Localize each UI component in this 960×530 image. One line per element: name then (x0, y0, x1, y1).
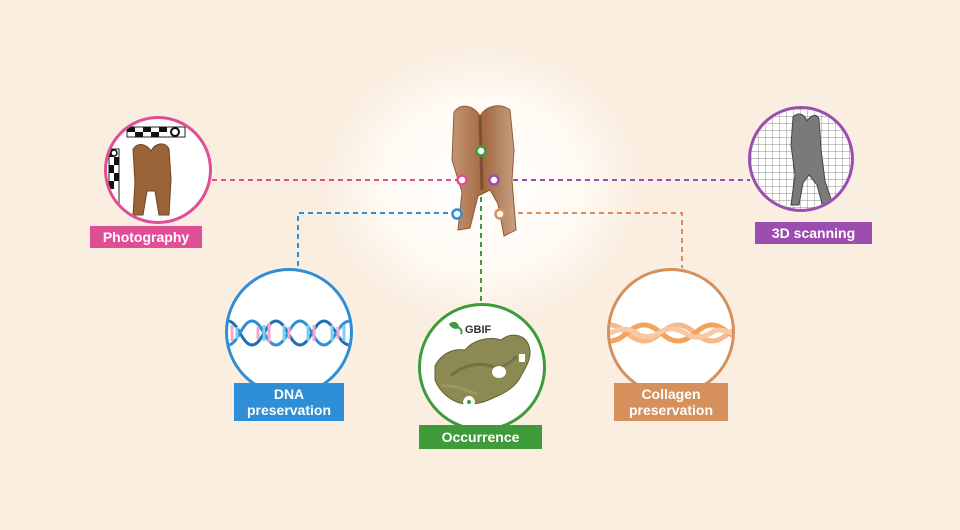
collagen-helix-icon (610, 322, 732, 344)
dna-helix-icon (228, 319, 350, 347)
scanning-circle (748, 106, 854, 212)
photography-label-text: Photography (102, 229, 190, 245)
scanning-label: 3D scanning (755, 222, 872, 244)
gbif-logo-icon: GBIF (449, 321, 492, 336)
dna-label: DNA preservation (234, 383, 344, 421)
collagen-label-line1: Collagen (641, 386, 701, 402)
collagen-label: Collagen preservation (614, 383, 728, 421)
occurrence-label-text: Occurrence (441, 429, 520, 445)
collagen-connector (500, 212, 683, 268)
dna-label-line1: DNA (273, 386, 305, 402)
photography-circle (104, 116, 212, 224)
gbif-logo-text: GBIF (465, 324, 492, 336)
photography-label: Photography (90, 226, 202, 248)
scanning-label-text: 3D scanning (771, 225, 856, 241)
occurrence-circle: GBIF (418, 303, 546, 431)
map-pin-icon (463, 396, 475, 412)
scan-grid-icon (751, 109, 851, 209)
dna-circle (225, 268, 353, 396)
photo-specimen-icon (108, 126, 186, 216)
collagen-label-line2: preservation (628, 402, 714, 418)
occurrence-label: Occurrence (419, 425, 542, 449)
dna-connector (297, 212, 457, 268)
scale-bar-icon (108, 126, 186, 206)
dna-label-line2: preservation (246, 402, 332, 418)
collagen-circle (607, 268, 735, 396)
map-icon: GBIF (434, 321, 531, 412)
tooth-specimen-icon (451, 105, 517, 237)
